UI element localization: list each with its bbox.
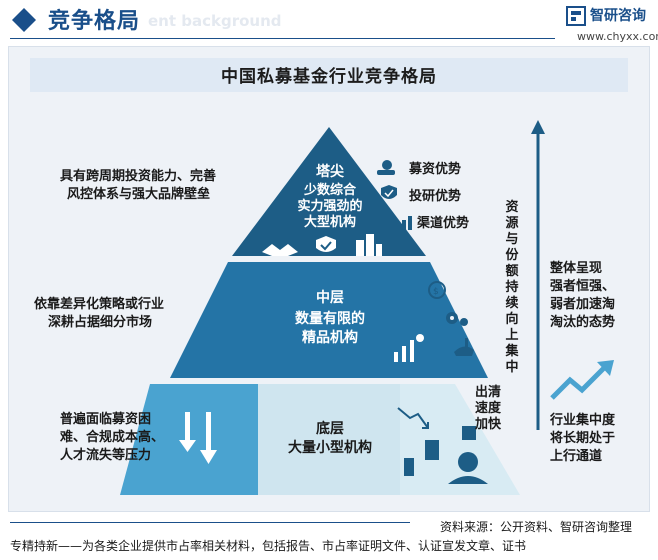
gears-icon [446,312,468,326]
upward-arrow-icon [531,120,545,430]
bottom-tier-description: 人才流失等压力 [60,448,152,463]
trend-up-icon [550,360,614,400]
page-title: 竞争格局 [48,9,141,34]
growth-hand-icon [454,338,474,356]
middle-tier-description: 深耕占据细分市场 [48,315,153,330]
bottom-tier-description: 普遍面临募资困 [60,412,152,427]
top-tier-line: 少数综合 [303,183,356,198]
top-tier [232,127,426,256]
header-watermark-text: ent background [148,12,282,30]
top-tier-line: 实力强劲的 [297,199,363,214]
small-buildings-icon [404,426,476,476]
trend-summary-line: 弱者加速淘 [550,297,616,312]
stressed-person-icon [448,452,488,484]
middle-tier-label: 中层 [316,290,344,306]
bottom-tier-right-band [400,384,520,495]
middle-tier-line: 数量有限的 [295,311,365,327]
top-tier-description: 具有跨周期投资能力、完善 [60,169,217,184]
footer-text: 专精持新——为各类企业提供市占率相关材料，包括报告、市占率证明文件、认证宣发文章… [10,539,527,553]
fundraising-icon [377,160,395,175]
concentration-outlook-line: 上行通道 [550,449,603,464]
buildings-icon [356,234,382,256]
trend-summary-line: 淘汰的态势 [550,315,616,330]
middle-tier [170,262,488,378]
concentration-outlook-line: 行业集中度 [550,413,616,428]
top-tier-label: 塔尖 [316,164,344,180]
diagram-title: 中国私募基金行业竞争格局 [221,67,437,87]
data-source: 资料来源：公开资料、智研咨询整理 [440,520,633,534]
title-bar [30,58,628,92]
brand-logo-icon [566,6,586,26]
down-arrows-icon [179,412,217,464]
middle-tier-description: 依靠差异化策略或行业 [34,297,165,312]
middle-tier-line: 精品机构 [302,330,358,346]
decline-arrow-icon [397,407,429,429]
advantage-research: 投研优势 [409,189,462,204]
research-shield-icon [381,185,397,199]
top-tier-line: 大型机构 [303,215,356,230]
brand-url: www.chyxx.com [577,30,658,43]
advantage-channel: 渠道优势 [417,216,470,231]
bottom-tier-body [258,384,400,495]
trend-summary-line: 整体呈现 [550,261,603,276]
header-divider [10,38,555,39]
bottom-tier-description: 难、合规成本高、 [60,430,165,445]
plants-chart-icon [394,334,424,362]
header-diamond-icon [12,8,36,32]
bottom-tier-label: 底层 [316,421,344,437]
brand-name: 智研咨询 [590,8,646,24]
svg-text:$: $ [433,287,439,297]
advantage-fundraising: 募资优势 [409,162,462,177]
concentration-outlook-line: 将长期处于 [550,431,616,446]
shield-icon [316,236,336,252]
handshake-icon [262,244,298,256]
footer-divider [10,522,410,523]
strategy-icon: $ [428,281,446,299]
resource-concentration-note: 资源与份额持续向上集中 [505,200,519,375]
clearing-speed-note: 出清速度加快 [475,385,502,432]
channel-bars-icon [396,216,412,230]
trend-summary-line: 强者恒强、 [550,279,616,294]
top-tier-description: 风控体系与强大品牌壁垒 [67,187,211,202]
bottom-tier-line: 大量小型机构 [288,440,372,456]
